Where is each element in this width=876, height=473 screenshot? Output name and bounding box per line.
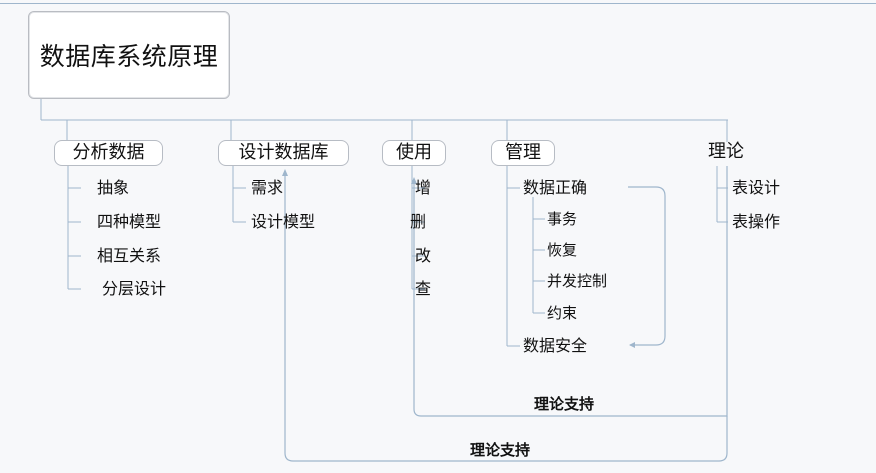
leaf-correct-1[interactable]: 事务 — [547, 210, 578, 228]
subbranch-data-correct[interactable]: 数据正确 — [523, 178, 588, 197]
branch-analysis[interactable]: 分析数据 — [54, 140, 163, 166]
leaf-theory-1[interactable]: 表设计 — [732, 178, 781, 197]
relation-label-design: 理论支持 — [470, 441, 531, 459]
branch-manage[interactable]: 管理 — [491, 140, 555, 166]
leaf-use-1[interactable]: 增 — [415, 178, 432, 197]
leaf-correct-3[interactable]: 并发控制 — [547, 272, 608, 290]
leaf-design-2[interactable]: 设计模型 — [251, 212, 316, 231]
leaf-use-3[interactable]: 改 — [415, 246, 432, 265]
leaf-analysis-4[interactable]: 分层设计 — [102, 279, 167, 298]
leaf-correct-2[interactable]: 恢复 — [547, 241, 578, 259]
leaf-use-4[interactable]: 查 — [415, 279, 432, 298]
leaf-design-1[interactable]: 需求 — [251, 178, 284, 197]
leaf-use-2[interactable]: 删 — [410, 212, 427, 231]
branch-use[interactable]: 使用 — [382, 140, 446, 166]
leaf-correct-4[interactable]: 约束 — [547, 304, 578, 322]
top-border-line — [0, 3, 876, 4]
leaf-analysis-1[interactable]: 抽象 — [97, 178, 130, 197]
leaf-analysis-3[interactable]: 相互关系 — [97, 246, 162, 265]
subbranch-data-security[interactable]: 数据安全 — [523, 336, 588, 355]
root-node[interactable]: 数据库系统原理 — [28, 11, 230, 99]
leaf-analysis-2[interactable]: 四种模型 — [97, 212, 162, 231]
leaf-theory-2[interactable]: 表操作 — [732, 212, 781, 231]
branch-design[interactable]: 设计数据库 — [218, 140, 349, 166]
relation-label-use: 理论支持 — [534, 395, 595, 413]
branch-theory[interactable]: 理论 — [708, 141, 744, 162]
